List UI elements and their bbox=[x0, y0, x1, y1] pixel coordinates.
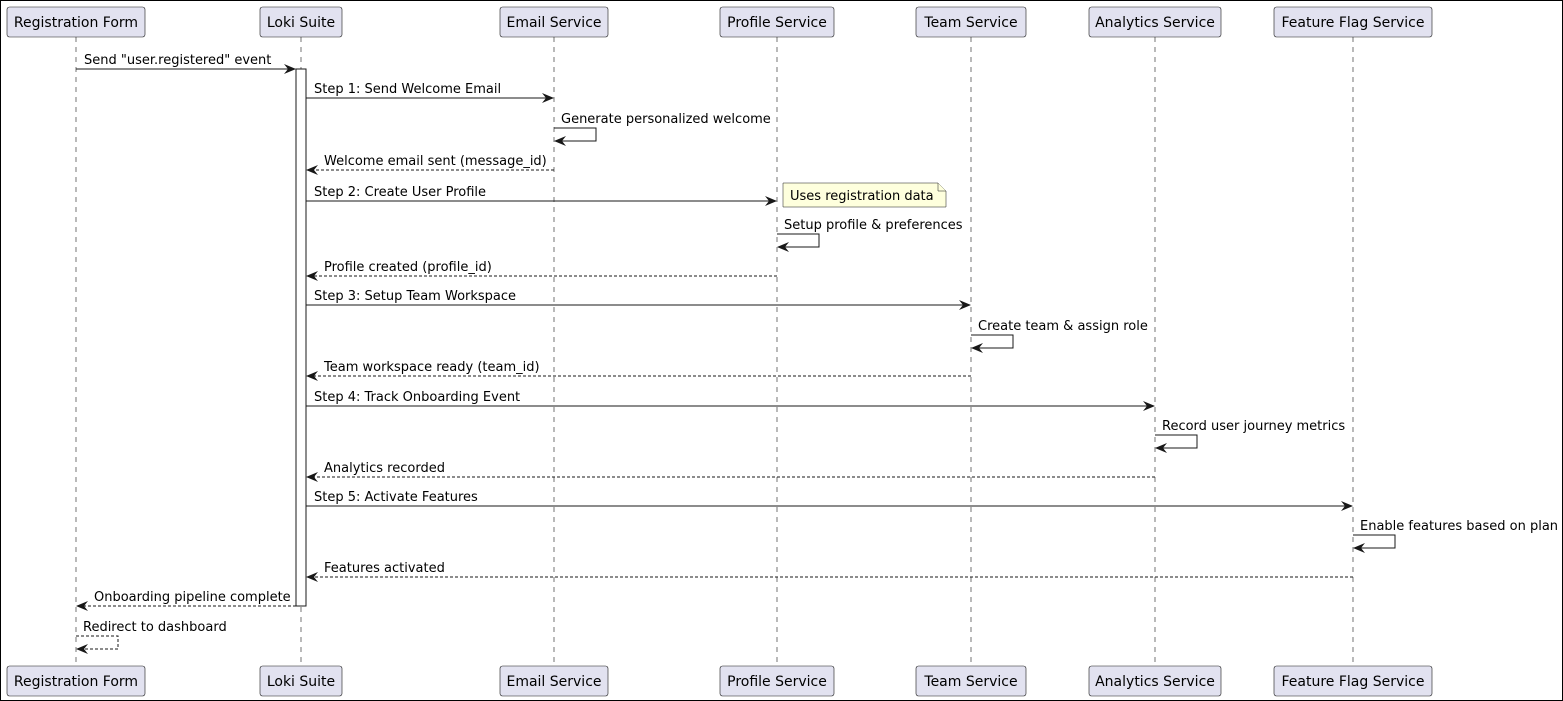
note-uses-registration-data: Uses registration data bbox=[782, 182, 947, 208]
message-line bbox=[971, 334, 1014, 353]
message-label: Redirect to dashboard bbox=[83, 620, 227, 635]
participant-reg-top: Registration Form bbox=[6, 6, 146, 38]
participant-label: Profile Service bbox=[727, 674, 827, 690]
message-label: Create team & assign role bbox=[978, 319, 1148, 334]
message-label: Setup profile & preferences bbox=[784, 218, 963, 233]
message-label: Send "user.registered" event bbox=[84, 53, 271, 68]
participant-analytics-top: Analytics Service bbox=[1088, 6, 1222, 38]
participant-profile-top: Profile Service bbox=[719, 6, 835, 38]
participant-box bbox=[1088, 665, 1222, 697]
participant-box bbox=[1088, 6, 1222, 38]
participants-top: Registration Form Loki Suite Email Service… bbox=[6, 6, 1433, 38]
message-label: Step 5: Activate Features bbox=[314, 490, 478, 505]
message-line bbox=[1155, 434, 1198, 453]
message-10: Team workspace ready (team_id) bbox=[306, 360, 971, 381]
message-label: Step 4: Track Onboarding Event bbox=[314, 390, 520, 405]
participant-box bbox=[6, 665, 146, 697]
participant-label: Email Service bbox=[506, 15, 601, 31]
participant-label: Team Service bbox=[923, 15, 1017, 31]
message-label: Step 1: Send Welcome Email bbox=[314, 82, 501, 97]
message-18: Redirect to dashboard bbox=[76, 620, 227, 654]
note-text: Uses registration data bbox=[790, 189, 934, 204]
participant-email-bottom: Email Service bbox=[499, 665, 609, 697]
participant-box bbox=[915, 6, 1027, 38]
message-line bbox=[76, 635, 119, 654]
message-14: Step 5: Activate Features bbox=[306, 490, 1353, 511]
participant-analytics-bottom: Analytics Service bbox=[1088, 665, 1222, 697]
message-label: Step 3: Setup Team Workspace bbox=[314, 289, 516, 304]
message-label: Generate personalized welcome bbox=[561, 112, 771, 127]
participant-box bbox=[719, 665, 835, 697]
note-box bbox=[782, 182, 947, 208]
participant-label: Feature Flag Service bbox=[1282, 674, 1425, 690]
notes: Uses registration data bbox=[782, 182, 947, 208]
message-line bbox=[777, 233, 820, 252]
participant-box bbox=[915, 665, 1027, 697]
message-line bbox=[554, 127, 597, 146]
participant-box bbox=[719, 6, 835, 38]
message-label: Features activated bbox=[324, 561, 445, 576]
message-2: Step 1: Send Welcome Email bbox=[306, 82, 554, 103]
message-label: Profile created (profile_id) bbox=[324, 260, 492, 275]
participant-reg-bottom: Registration Form bbox=[6, 665, 146, 697]
message-3: Generate personalized welcome bbox=[554, 112, 771, 146]
participant-label: Registration Form bbox=[14, 15, 138, 31]
participants-bottom: Registration Form Loki Suite Email Service… bbox=[6, 665, 1433, 697]
message-4: Welcome email sent (message_id) bbox=[306, 154, 554, 175]
participant-flags-top: Feature Flag Service bbox=[1273, 6, 1433, 38]
participant-box bbox=[259, 665, 343, 697]
message-label: Enable features based on plan bbox=[1360, 519, 1558, 534]
participant-box bbox=[499, 6, 609, 38]
participant-label: Profile Service bbox=[727, 15, 827, 31]
participant-label: Analytics Service bbox=[1095, 674, 1215, 690]
participant-label: Analytics Service bbox=[1095, 15, 1215, 31]
participant-team-bottom: Team Service bbox=[915, 665, 1027, 697]
message-label: Analytics recorded bbox=[324, 461, 445, 476]
participant-box bbox=[259, 6, 343, 38]
participant-box bbox=[1273, 665, 1433, 697]
message-8: Step 3: Setup Team Workspace bbox=[306, 289, 971, 310]
message-1: Send "user.registered" event bbox=[76, 53, 296, 74]
message-9: Create team & assign role bbox=[971, 319, 1148, 353]
message-line bbox=[1353, 534, 1396, 553]
message-15: Enable features based on plan bbox=[1353, 519, 1558, 553]
participant-email-top: Email Service bbox=[499, 6, 609, 38]
message-17: Onboarding pipeline complete bbox=[76, 590, 296, 611]
participant-label: Email Service bbox=[506, 674, 601, 690]
message-13: Analytics recorded bbox=[306, 461, 1155, 482]
note-fold bbox=[937, 183, 946, 192]
participant-box bbox=[6, 6, 146, 38]
message-label: Step 2: Create User Profile bbox=[314, 185, 486, 200]
message-label: Onboarding pipeline complete bbox=[94, 590, 291, 605]
message-6: Setup profile & preferences bbox=[777, 218, 963, 252]
message-16: Features activated bbox=[306, 561, 1353, 582]
participant-box bbox=[499, 665, 609, 697]
participant-label: Loki Suite bbox=[267, 674, 335, 690]
participant-label: Feature Flag Service bbox=[1282, 15, 1425, 31]
lifelines bbox=[75, 37, 1354, 666]
message-7: Profile created (profile_id) bbox=[306, 260, 777, 281]
activation-bar-loki bbox=[295, 68, 307, 607]
participant-box bbox=[1273, 6, 1433, 38]
participant-team-top: Team Service bbox=[915, 6, 1027, 38]
message-11: Step 4: Track Onboarding Event bbox=[306, 390, 1155, 411]
participant-label: Team Service bbox=[923, 674, 1017, 690]
activation-bars bbox=[295, 68, 307, 607]
message-label: Record user journey metrics bbox=[1162, 419, 1345, 434]
message-label: Welcome email sent (message_id) bbox=[324, 154, 547, 169]
participant-loki-bottom: Loki Suite bbox=[259, 665, 343, 697]
participant-label: Loki Suite bbox=[267, 15, 335, 31]
participant-label: Registration Form bbox=[14, 674, 138, 690]
message-5: Step 2: Create User Profile bbox=[306, 185, 777, 206]
participant-profile-bottom: Profile Service bbox=[719, 665, 835, 697]
message-label: Team workspace ready (team_id) bbox=[323, 360, 540, 375]
participant-loki-top: Loki Suite bbox=[259, 6, 343, 38]
message-12: Record user journey metrics bbox=[1155, 419, 1345, 453]
participant-flags-bottom: Feature Flag Service bbox=[1273, 665, 1433, 697]
